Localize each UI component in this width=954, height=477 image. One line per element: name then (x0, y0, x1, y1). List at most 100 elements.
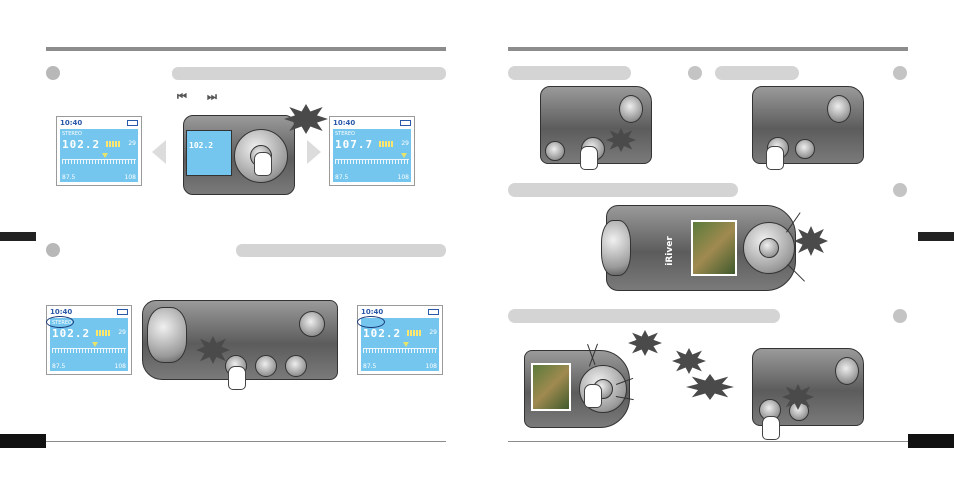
burst-icon (284, 104, 328, 134)
clock-time: 10:40 (333, 119, 356, 127)
frequency-readout: 102.2 (52, 327, 91, 340)
left-section1-header-bar (172, 67, 446, 80)
tuning-scale (62, 159, 136, 164)
frequency-readout: 102.2 (363, 327, 402, 340)
closeup1-left-button[interactable] (545, 141, 565, 161)
closeup1-top-knob[interactable] (619, 95, 643, 123)
pointing-hand-icon (254, 152, 272, 176)
closeup2-mid-button[interactable] (795, 139, 815, 159)
frequency-readout: 102.2 (62, 138, 101, 151)
scale-max: 108 (397, 174, 409, 181)
burst-icon (606, 128, 636, 152)
burst-icon (628, 330, 662, 356)
device-lcd-frequency: 102.2 (189, 141, 214, 150)
signal-icon (106, 141, 120, 147)
lcd-screen-before: 10:40 STEREO 102.2 29 87.5 108 (56, 116, 142, 186)
left-bottom-rule (46, 441, 446, 442)
brand-logo: iRiver (664, 236, 675, 266)
device-closeup-3 (752, 348, 864, 426)
right-header1b-cap (893, 66, 907, 80)
pointing-hand-icon (584, 384, 602, 408)
scale-max: 108 (114, 363, 126, 370)
rec-button[interactable] (255, 355, 277, 377)
clock-time: 10:40 (50, 308, 73, 316)
stereo-highlight-ring (46, 316, 74, 328)
right-top-rule (508, 47, 908, 51)
tuning-marker (401, 153, 407, 158)
scale-min: 87.5 (335, 174, 349, 181)
left-top-rule (46, 47, 446, 51)
tuning-scale (52, 348, 126, 353)
channel-number: 29 (401, 140, 409, 147)
stereo-empty-ring (357, 316, 385, 328)
battery-icon (117, 309, 128, 315)
burst-icon (196, 336, 230, 364)
right-page-number-tab (908, 434, 954, 448)
photo-display (531, 363, 571, 411)
left-section2-header-bar (236, 244, 446, 257)
pointing-hand-icon (766, 146, 784, 170)
stereo-label: STEREO (335, 131, 355, 137)
scale-max: 108 (124, 174, 136, 181)
channel-number: 29 (128, 140, 136, 147)
joystick-dial[interactable] (743, 222, 795, 274)
right-header1a-cap (688, 66, 702, 80)
stereo-label: STEREO (62, 131, 82, 137)
photo-display (691, 220, 737, 276)
skip-forward-icon: ⏭ (207, 90, 217, 103)
top-knob[interactable] (299, 311, 325, 337)
left-side-tab (0, 232, 36, 241)
left-section1-bullet (46, 66, 60, 80)
channel-number: 29 (118, 329, 126, 336)
side-dial[interactable] (601, 220, 631, 276)
left-section2-bullet (46, 243, 60, 257)
right-header1b-bar (715, 66, 799, 80)
closeup2-top-knob[interactable] (827, 95, 851, 123)
signal-icon (407, 330, 421, 336)
signal-icon (96, 330, 110, 336)
device-lcd: 102.2 (186, 130, 232, 176)
clock-time: 10:40 (60, 119, 83, 127)
scale-min: 87.5 (52, 363, 66, 370)
right-side-tab (918, 232, 954, 241)
side-dial[interactable] (147, 307, 187, 363)
pointing-hand-icon (762, 416, 780, 440)
a-b-button[interactable] (285, 355, 307, 377)
pointing-hand-icon (228, 366, 246, 390)
tuning-scale (335, 159, 409, 164)
right-header3-cap (893, 309, 907, 323)
battery-icon (127, 120, 138, 126)
burst-icon (782, 384, 814, 410)
joystick-center[interactable] (759, 238, 779, 258)
right-header2-cap (893, 183, 907, 197)
scale-min: 87.5 (62, 174, 76, 181)
skip-back-icon: ⏮ (177, 90, 187, 103)
right-arrow-icon (307, 140, 321, 164)
right-header3-bar (508, 309, 780, 323)
right-header2-bar (508, 183, 738, 197)
burst-icon (686, 374, 734, 400)
left-page-number-tab (0, 434, 46, 448)
tuning-marker (92, 342, 98, 347)
battery-icon (428, 309, 439, 315)
tuning-scale (363, 348, 437, 353)
right-bottom-rule (508, 441, 908, 442)
pointing-hand-icon (580, 146, 598, 170)
battery-icon (400, 120, 411, 126)
closeup3-top-knob[interactable] (835, 357, 859, 385)
lcd-screen-after: 10:40 STEREO 107.7 29 87.5 108 (329, 116, 415, 186)
scale-max: 108 (425, 363, 437, 370)
device-front-view: 102.2 (183, 115, 295, 195)
burst-icon (672, 348, 706, 374)
channel-number: 29 (429, 329, 437, 336)
tuning-marker (403, 342, 409, 347)
frequency-readout: 107.7 (335, 138, 374, 151)
left-arrow-icon (152, 140, 166, 164)
clock-time: 10:40 (361, 308, 384, 316)
burst-icon (794, 226, 828, 256)
scale-min: 87.5 (363, 363, 377, 370)
device-photo-view: iRiver (601, 205, 796, 291)
signal-icon (379, 141, 393, 147)
device-joystick-closeup (524, 350, 630, 428)
tuning-marker (102, 153, 108, 158)
